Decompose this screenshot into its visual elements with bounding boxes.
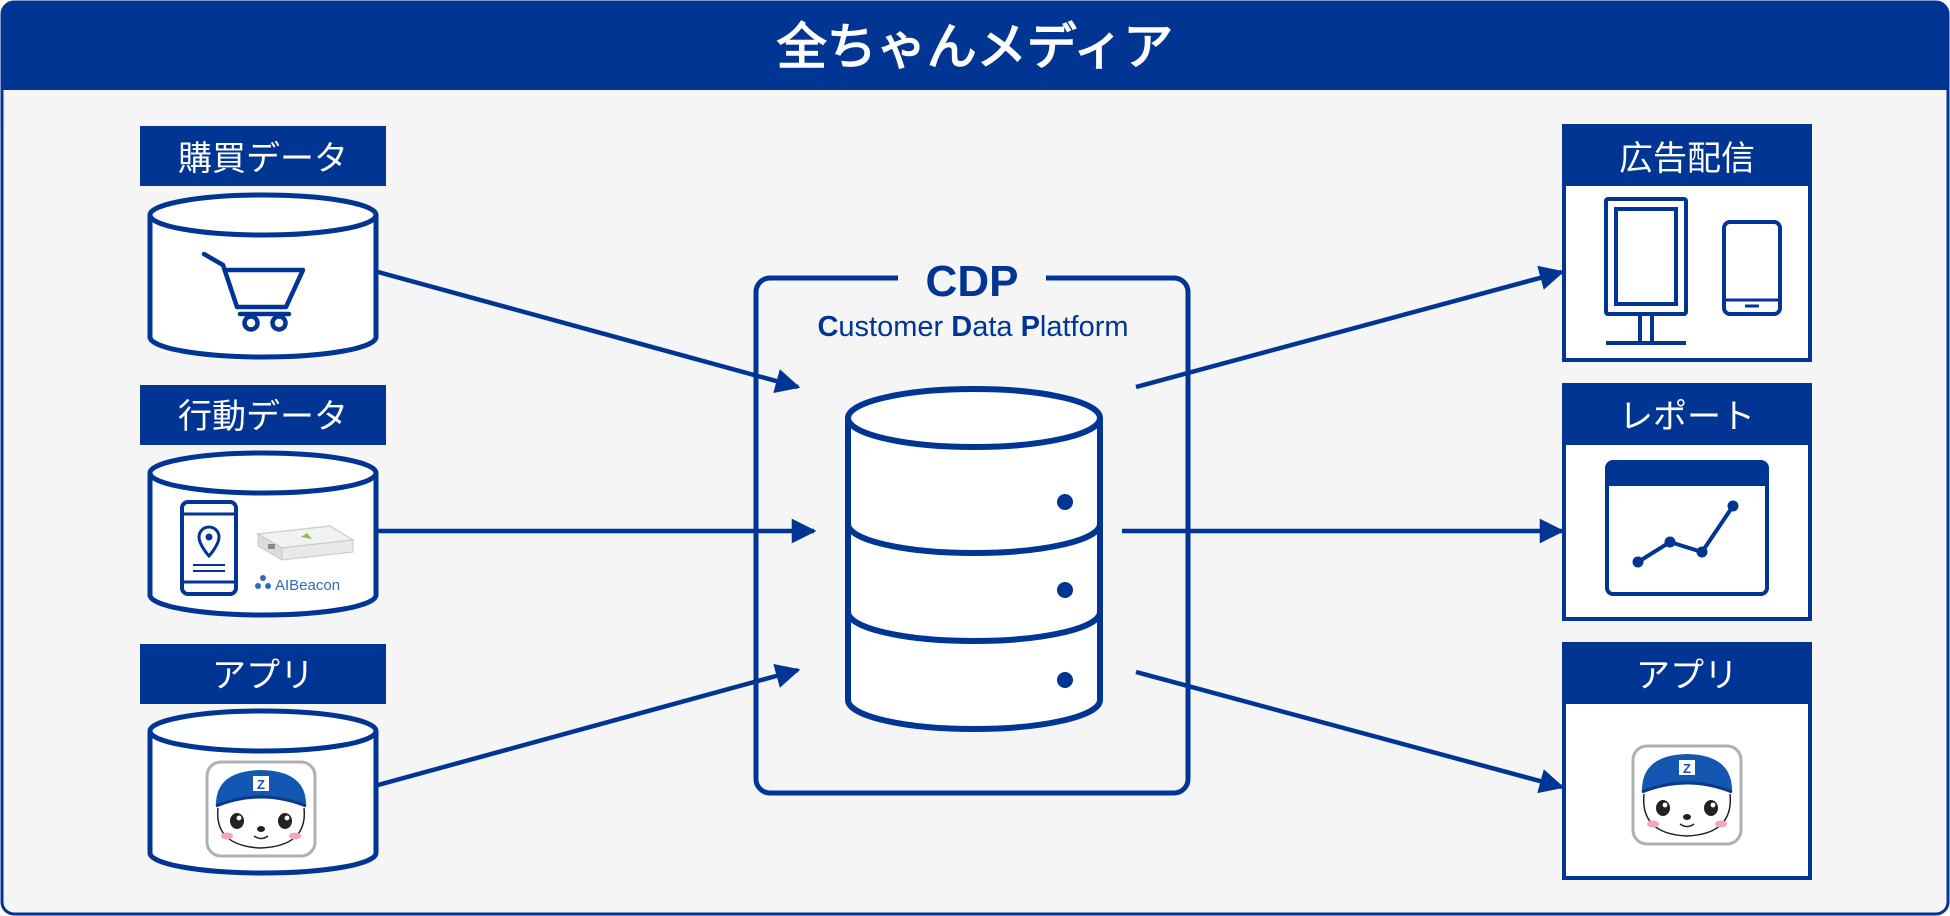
- output-report: レポート: [1562, 383, 1812, 621]
- aibeacon-logo-text: AIBeacon: [275, 577, 340, 594]
- output-label-box: [1564, 126, 1810, 186]
- diagram-title: 全ちゃんメディア: [776, 18, 1174, 76]
- app-mascot-icon: Z: [205, 760, 317, 858]
- shopping-cart-icon: [201, 251, 306, 332]
- output-ad-delivery: 広告配信: [1562, 124, 1812, 362]
- output-app: アプリ Z: [1562, 642, 1812, 880]
- title-bar: [2, 2, 1948, 90]
- arrow-cdp-to-ads: [1135, 265, 1565, 390]
- cdp-subtitle: Customer Data Platform: [817, 311, 1128, 343]
- input-label-box: [140, 126, 386, 186]
- line-chart-report-icon: [1605, 460, 1769, 596]
- input-behavior-data: 行動データ AIBeacon: [140, 385, 386, 618]
- database-cylinder: [147, 192, 379, 360]
- input-label: アプリ: [212, 656, 314, 696]
- output-label-box: [1564, 385, 1810, 445]
- output-label: レポート: [1619, 397, 1755, 437]
- arrow-purchase-to-cdp: [377, 269, 801, 394]
- database-icon: [845, 386, 1103, 732]
- svg-text:Z: Z: [257, 777, 265, 792]
- svg-text:Z: Z: [1683, 761, 1691, 776]
- input-purchase-data: 購買データ: [140, 126, 386, 360]
- output-label: 広告配信: [1619, 139, 1755, 179]
- smartphone-location-icon: [180, 500, 238, 596]
- input-app: アプリ Z: [140, 644, 386, 876]
- beacon-device-icon: [255, 525, 356, 561]
- input-label: 購買データ: [178, 139, 348, 179]
- input-label-box: [140, 644, 386, 704]
- input-label-box: [140, 385, 386, 445]
- cdp-title: CDP: [926, 257, 1019, 306]
- cdp-box: CDP Customer Data Platform: [753, 257, 1191, 796]
- arrow-cdp-to-app: [1135, 669, 1565, 794]
- output-label: アプリ: [1636, 656, 1738, 696]
- input-label: 行動データ: [178, 397, 348, 437]
- output-label-box: [1564, 644, 1810, 704]
- arrow-app-to-cdp: [377, 663, 801, 788]
- app-mascot-icon: Z: [1631, 744, 1743, 846]
- signage-and-phone-icon: [1604, 197, 1782, 345]
- aibeacon-logo: AIBeacon: [255, 575, 340, 594]
